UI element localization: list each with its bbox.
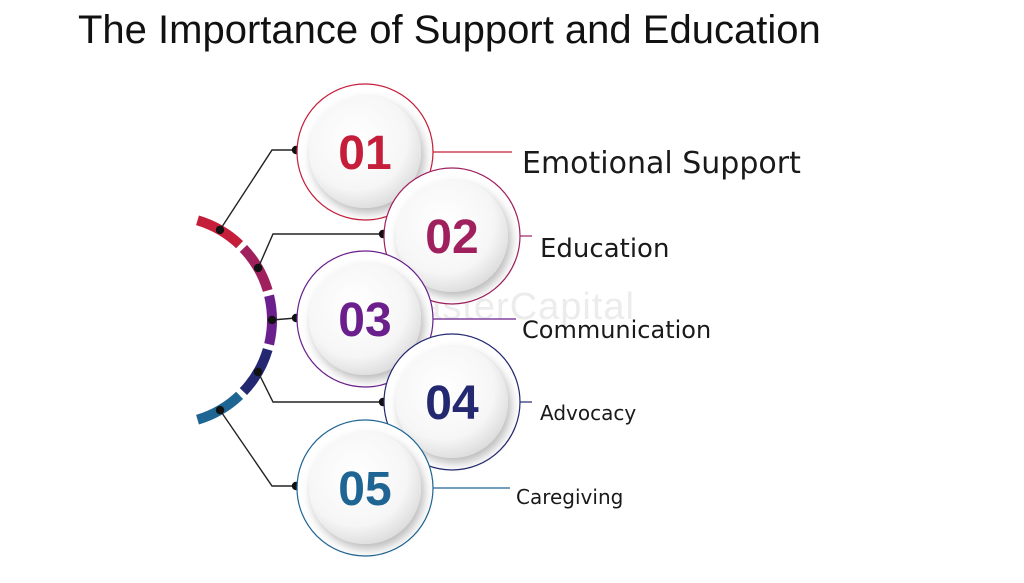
step-circle-3: 03 (296, 250, 516, 388)
connector-line-4 (257, 371, 383, 403)
step-disc-1 (309, 96, 421, 208)
connector-line-5 (219, 409, 296, 487)
arc-dot-1 (215, 225, 225, 235)
step-circle-5: 05 (296, 419, 510, 557)
step-circle-4: 04 (383, 333, 532, 471)
step-number-5: 05 (338, 463, 391, 516)
step-label-4: Advocacy (540, 401, 637, 425)
step-number-2: 02 (425, 211, 478, 264)
connector-line-2 (257, 233, 383, 269)
step-number-3: 03 (338, 294, 391, 347)
step-circles: 01 02 03 04 05 (296, 83, 532, 557)
step-label-3: Communication (522, 316, 712, 344)
step-disc-4 (396, 346, 508, 458)
step-disc-3 (309, 263, 421, 375)
arc-dot-5 (215, 405, 225, 415)
segmented-arc (195, 215, 277, 425)
step-label-2: Education (540, 234, 670, 264)
connectors (215, 145, 388, 491)
step-number-1: 01 (338, 127, 391, 180)
step-label-5: Caregiving (516, 485, 624, 509)
step-label-1: Emotional Support (522, 146, 801, 181)
step-disc-2 (396, 180, 508, 292)
arc-dot-2 (253, 263, 263, 273)
arc-dot-3 (267, 315, 277, 325)
step-number-4: 04 (425, 377, 479, 430)
step-circle-1: 01 (296, 83, 512, 221)
step-disc-5 (309, 432, 421, 544)
step-circle-2: 02 (383, 167, 532, 305)
arc-dot-4 (253, 367, 263, 377)
connector-line-1 (219, 149, 296, 231)
page-title: The Importance of Support and Education (78, 8, 821, 52)
